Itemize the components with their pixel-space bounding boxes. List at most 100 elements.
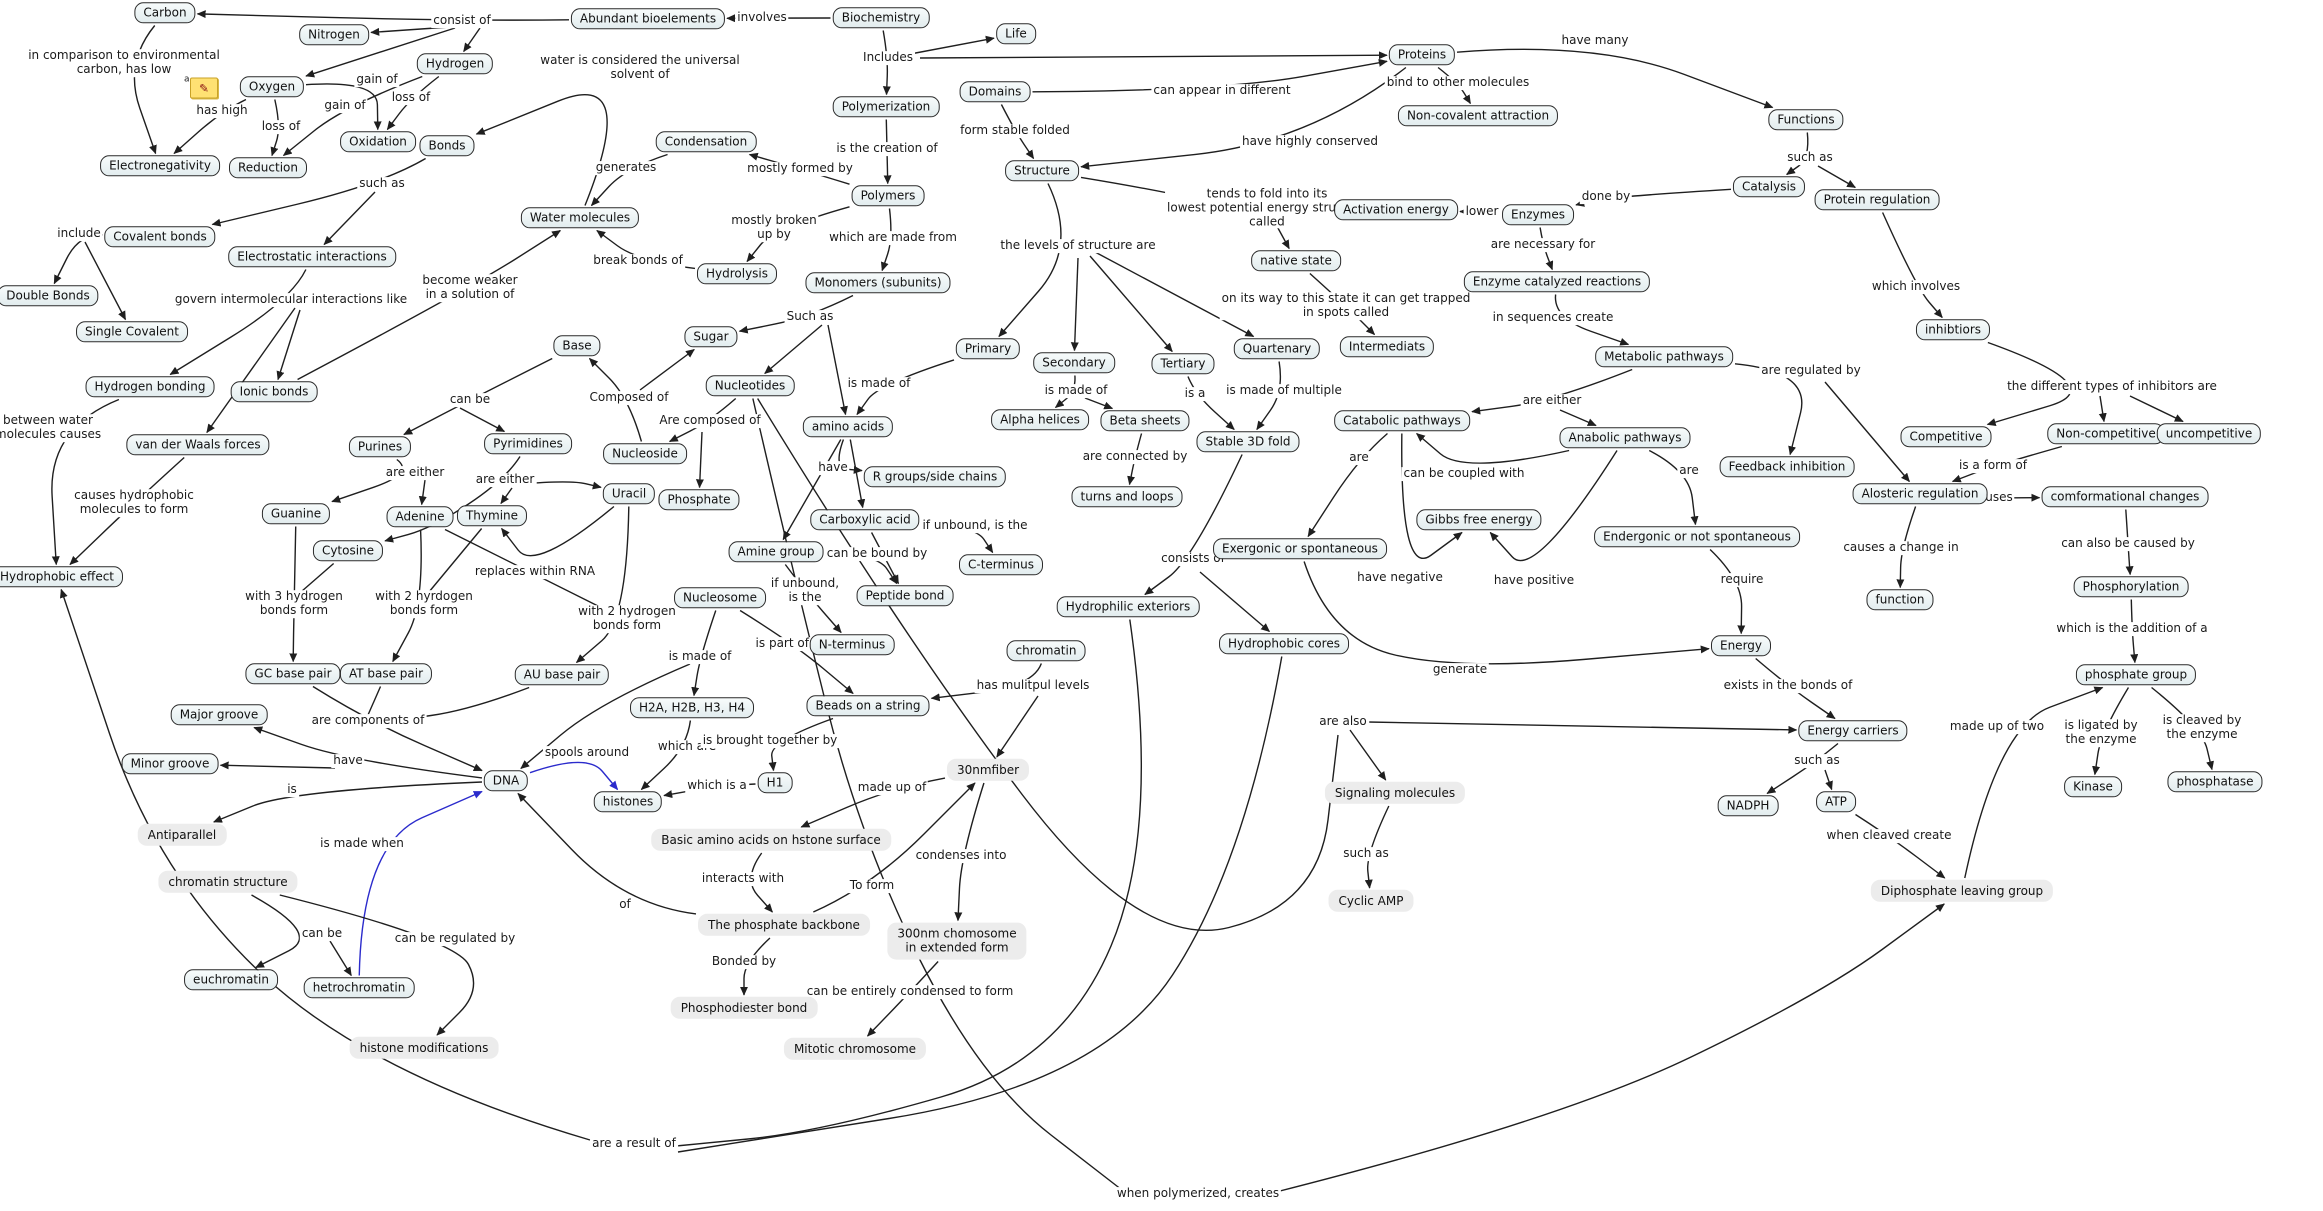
concept-node-turns[interactable]: turns and loops (1071, 486, 1183, 508)
concept-node-histone_mods[interactable]: histone modifications (349, 1036, 499, 1060)
concept-node-proteins[interactable]: Proteins (1388, 44, 1456, 66)
edge-label-20[interactable]: break bonds of (591, 253, 685, 268)
edge-label-6[interactable]: gain of (322, 98, 368, 113)
concept-node-major[interactable]: Major groove (170, 704, 268, 726)
concept-node-competitive[interactable]: Competitive (1900, 426, 1992, 448)
concept-node-rgroups[interactable]: R groups/side chains (863, 466, 1007, 488)
concept-node-electronegativity[interactable]: Electronegativity (100, 155, 220, 177)
concept-node-abundant[interactable]: Abundant bioelements (570, 8, 726, 30)
concept-node-purines[interactable]: Purines (348, 436, 412, 458)
concept-node-phosphate_group[interactable]: phosphate group (2075, 664, 2197, 686)
edge-label-19[interactable]: mostly broken up by (729, 213, 819, 242)
concept-node-alosteric[interactable]: Alosteric regulation (1852, 483, 1988, 505)
concept-node-secondary[interactable]: Secondary (1033, 352, 1115, 374)
concept-node-diphosphate[interactable]: Diphosphate leaving group (1870, 879, 2054, 903)
edge-label-98[interactable]: when cleaved create (1824, 828, 1954, 843)
edge-label-30[interactable]: can be (447, 392, 493, 407)
edge-label-96[interactable]: exists in the bonds of (1721, 678, 1855, 693)
edge-label-33[interactable]: are either (383, 465, 447, 480)
edge-label-60[interactable]: when polymerized, creates (1114, 1186, 1282, 1201)
edge-label-79[interactable]: can be coupled with (1401, 466, 1527, 481)
edge-label-95[interactable]: is cleaved by the enzyme (2160, 713, 2244, 742)
edge-label-35[interactable]: replaces within RNA (472, 564, 598, 579)
edge-label-41[interactable]: is (285, 782, 299, 797)
concept-node-gibbs[interactable]: Gibbs free energy (1416, 509, 1542, 531)
concept-node-nucleotides[interactable]: Nucleotides (705, 375, 795, 397)
concept-node-uracil[interactable]: Uracil (602, 483, 656, 505)
edge-label-27[interactable]: is a (1182, 386, 1208, 401)
concept-node-biochemistry[interactable]: Biochemistry (832, 7, 930, 29)
edge-label-59[interactable]: are a result of (590, 1136, 678, 1151)
edge-label-86[interactable]: which involves (1869, 279, 1963, 294)
concept-node-peptide[interactable]: Peptide bond (856, 585, 954, 607)
edge-label-9[interactable]: Includes (861, 50, 915, 65)
edge-label-29[interactable]: consists of (1159, 551, 1227, 566)
edge-label-25[interactable]: is made of (1042, 383, 1110, 398)
edge-label-80[interactable]: are (1347, 450, 1371, 465)
edge-label-21[interactable]: which are made from (827, 230, 959, 245)
concept-node-basic_aa[interactable]: Basic amino acids on hstone surface (651, 828, 891, 852)
concept-node-cyclic[interactable]: Cyclic AMP (1328, 889, 1414, 913)
concept-node-single_covalent[interactable]: Single Covalent (76, 321, 188, 343)
concept-node-nucleosome[interactable]: Nucleosome (674, 587, 766, 609)
edge-label-7[interactable]: loss of (259, 119, 303, 134)
edge-label-18[interactable]: is the creation of (834, 141, 940, 156)
edge-label-81[interactable]: are (1677, 463, 1701, 478)
concept-node-functions[interactable]: Functions (1768, 109, 1844, 131)
edge-label-94[interactable]: is ligated by the enzyme (2062, 718, 2140, 747)
concept-node-polymers[interactable]: Polymers (851, 185, 925, 207)
concept-node-polymerization[interactable]: Polymerization (832, 96, 940, 118)
edge-label-53[interactable]: To form (847, 878, 897, 893)
edge-label-36[interactable]: with 3 hydrogen bonds form (243, 589, 345, 618)
concept-node-fiber30[interactable]: 30nmfiber (946, 758, 1030, 782)
annotation-note-icon[interactable]: a ✎ (184, 74, 218, 99)
edge-label-4[interactable]: gain of (354, 72, 400, 87)
concept-node-anabolic[interactable]: Anabolic pathways (1559, 427, 1691, 449)
concept-node-hydrophobic_effect[interactable]: Hydrophobic effect (0, 566, 124, 588)
edge-label-28[interactable]: is made of multiple (1224, 383, 1344, 398)
edge-label-64[interactable]: if unbound, is the (768, 576, 842, 605)
concept-node-hbonding[interactable]: Hydrogen bonding (85, 376, 215, 398)
edge-label-37[interactable]: with 2 hyrdogen bonds form (373, 589, 475, 618)
edge-label-88[interactable]: is a form of (1957, 458, 2029, 473)
edge-label-69[interactable]: on its way to this state it can get trap… (1219, 291, 1473, 320)
edge-label-45[interactable]: can be regulated by (392, 931, 518, 946)
concept-node-histones[interactable]: histones (593, 791, 663, 813)
edge-label-46[interactable]: is made of (666, 649, 734, 664)
edge-label-84[interactable]: require (1718, 572, 1766, 587)
edge-label-76[interactable]: in sequences create (1490, 310, 1616, 325)
edge-label-85[interactable]: generate (1430, 662, 1490, 677)
concept-node-catabolic[interactable]: Catabolic pathways (1334, 410, 1470, 432)
edge-label-0[interactable]: consist of (431, 13, 493, 28)
concept-node-electrostatic[interactable]: Electrostatic interactions (228, 246, 396, 268)
edge-label-24[interactable]: is made of (845, 376, 913, 391)
edge-label-5[interactable]: loss of (389, 90, 433, 105)
edge-label-42[interactable]: spools around (542, 745, 632, 760)
concept-node-oxygen[interactable]: Oxygen (239, 76, 305, 98)
concept-node-domains[interactable]: Domains (959, 81, 1031, 103)
concept-node-base[interactable]: Base (553, 335, 601, 357)
edge-label-15[interactable]: causes hydrophobic molecules to form (72, 488, 196, 517)
edge-label-34[interactable]: are either (473, 472, 537, 487)
concept-node-endergonic[interactable]: Endergonic or not spontaneous (1594, 526, 1800, 548)
concept-node-inhibtiors[interactable]: inhibtiors (1915, 319, 1991, 341)
concept-node-ecr[interactable]: Enzyme catalyzed reactions (1463, 271, 1651, 293)
concept-node-dna[interactable]: DNA (483, 770, 529, 792)
concept-node-native_state[interactable]: native state (1251, 250, 1341, 272)
concept-node-h2a[interactable]: H2A, H2B, H3, H4 (630, 697, 754, 719)
edge-label-44[interactable]: can be (299, 926, 345, 941)
edge-label-91[interactable]: can also be caused by (2059, 536, 2197, 551)
edge-label-52[interactable]: interacts with (699, 871, 787, 886)
concept-node-exergonic[interactable]: Exergonic or spontaneous (1213, 538, 1387, 560)
concept-node-intermediats[interactable]: Intermediats (1339, 336, 1435, 358)
edge-label-16[interactable]: generates (593, 160, 659, 175)
edge-label-56[interactable]: has mulitpul levels (974, 678, 1092, 693)
concept-node-hydrolysis[interactable]: Hydrolysis (696, 263, 778, 285)
edge-label-3[interactable]: has high (194, 103, 250, 118)
concept-node-primary[interactable]: Primary (955, 338, 1021, 360)
edge-label-92[interactable]: which is the addition of a (2054, 621, 2210, 636)
edge-label-43[interactable]: is made when (318, 836, 406, 851)
concept-node-phosphodiester[interactable]: Phosphodiester bond (670, 996, 818, 1020)
concept-node-function_node[interactable]: function (1866, 589, 1934, 611)
edge-label-2[interactable]: in comparison to environmental carbon, h… (26, 48, 222, 77)
